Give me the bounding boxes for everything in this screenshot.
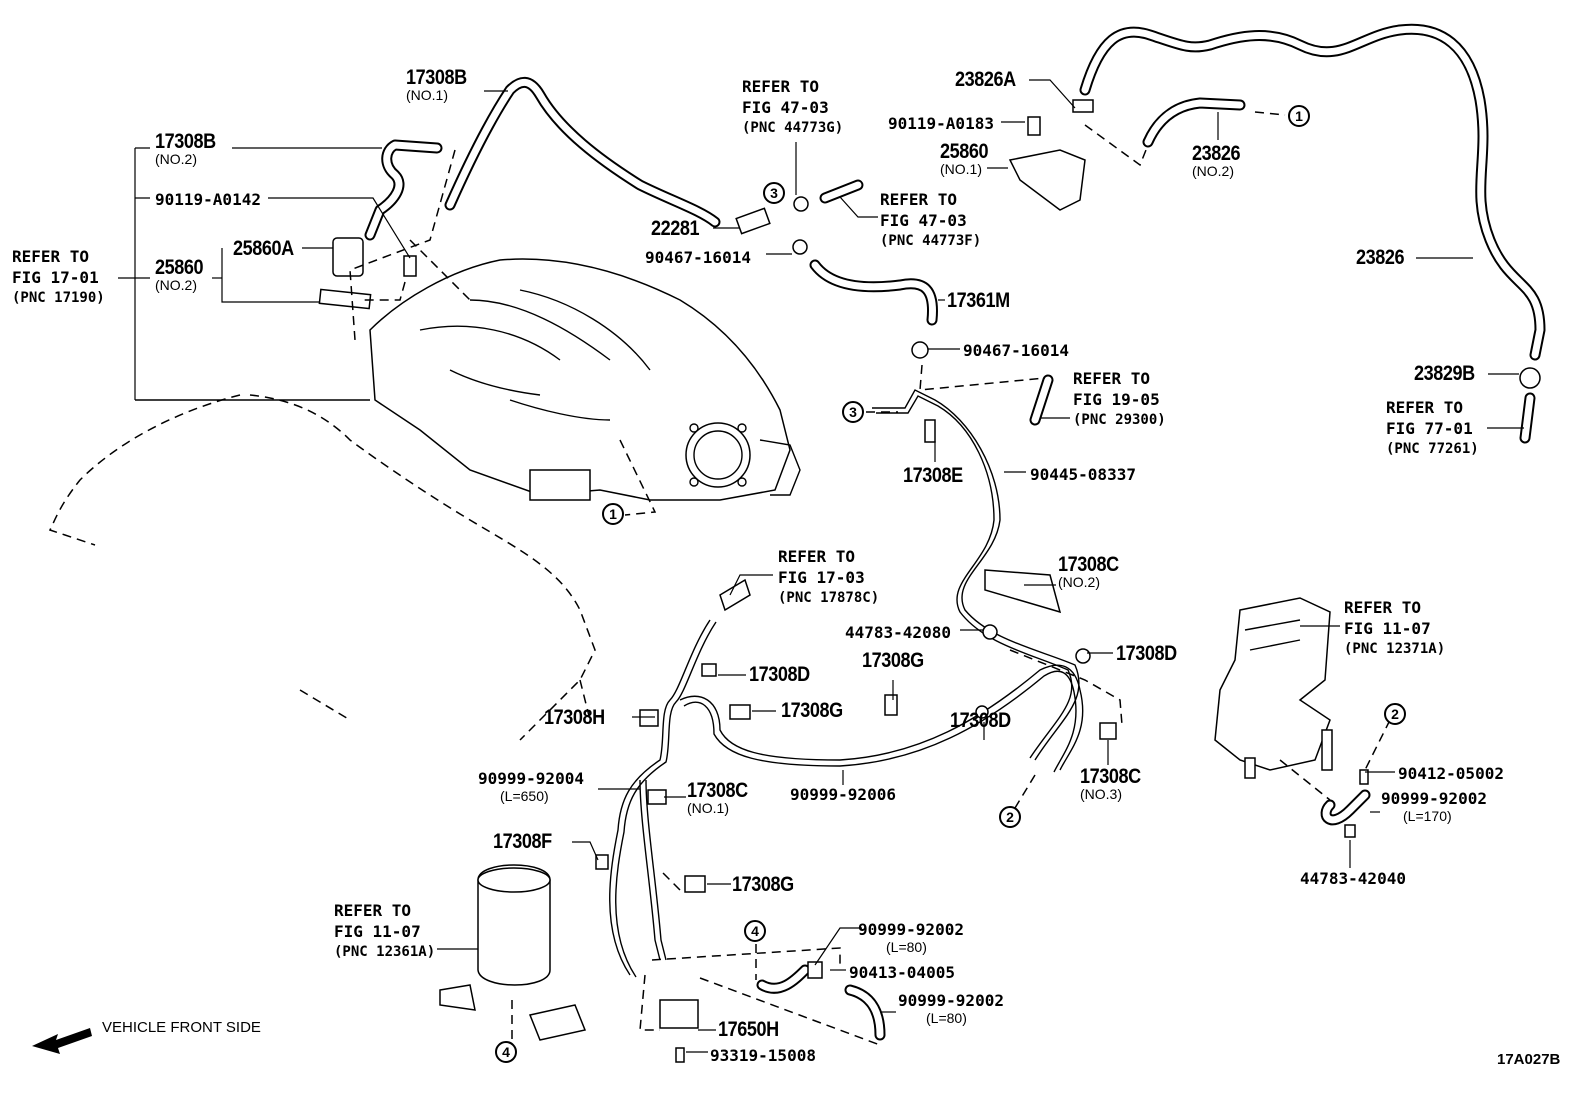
part-label-90999-92004: 90999-92004(L=650) (478, 769, 584, 804)
part-label-17308G-center: 17308G (862, 649, 924, 672)
leader-lines (118, 79, 1524, 1053)
part-label-90999-92002-L170: 90999-92002(L=170) (1381, 789, 1487, 824)
part-label-90467-16014-lower: 90467-16014 (963, 341, 1069, 360)
engine-outline (48, 394, 596, 741)
part-label-17308G-lower: 17308G (732, 873, 794, 896)
part-label-17308C-no2: 17308C(NO.2) (1058, 553, 1119, 590)
callout-4-mount: 4 (495, 1041, 517, 1063)
part-label-25860A: 25860A (233, 237, 294, 260)
part-label-90999-92002-L80-upper: 90999-92002(L=80) (858, 920, 964, 955)
part-label-22281: 22281 (651, 217, 700, 240)
part-label-90999-92002-L80-lower: 90999-92002(L=80) (898, 991, 1004, 1026)
part-label-90119-A0183: 90119-A0183 (888, 114, 994, 133)
part-label-44783-42040: 44783-42040 (1300, 869, 1406, 888)
connection-lines (349, 111, 1391, 1046)
part-label-17308F: 17308F (493, 830, 552, 853)
part-label-17308D-left: 17308D (749, 663, 810, 686)
part-label-23826-no2: 23826(NO.2) (1192, 142, 1241, 179)
part-label-25860-no2: 25860(NO.2) (155, 256, 204, 293)
hoses (364, 23, 1546, 1041)
arrow-left-down-icon (32, 1028, 92, 1054)
part-label-17308B-no1: 17308B(NO.1) (406, 66, 467, 103)
vehicle-front-side-label: VEHICLE FRONT SIDE (102, 1019, 261, 1036)
callout-2-mount: 2 (1384, 703, 1406, 725)
intake-manifold (369, 258, 801, 501)
part-label-23826A: 23826A (955, 68, 1016, 91)
part-label-90999-92006: 90999-92006 (790, 785, 896, 804)
part-label-17361M: 17361M (947, 289, 1010, 312)
part-label-17308C-no1: 17308C(NO.1) (687, 779, 748, 816)
callout-3-valve: 3 (763, 182, 785, 204)
part-label-90412-05002: 90412-05002 (1398, 764, 1504, 783)
part-label-17308D-right: 17308D (1116, 642, 1177, 665)
part-label-23826: 23826 (1356, 246, 1405, 269)
callout-1-top-right: 1 (1288, 105, 1310, 127)
callout-4-hose: 4 (744, 920, 766, 942)
part-label-17308B-no2: 17308B(NO.2) (155, 130, 216, 167)
part-label-17308D-center: 17308D (950, 709, 1011, 732)
part-label-17308E: 17308E (903, 464, 963, 487)
part-label-17308H: 17308H (544, 706, 605, 729)
callout-1-manifold: 1 (602, 503, 624, 525)
part-label-17308C-no3: 17308C(NO.3) (1080, 765, 1141, 802)
part-label-90119-A0142: 90119-A0142 (155, 190, 261, 209)
part-label-25860-no1: 25860(NO.1) (940, 140, 989, 177)
part-label-90467-16014-upper: 90467-16014 (645, 248, 751, 267)
callout-3-hose: 3 (842, 401, 864, 423)
figure-number: 17A027B (1497, 1051, 1561, 1068)
small-parts (318, 99, 1541, 1063)
part-label-93319-15008: 93319-15008 (710, 1046, 816, 1065)
part-label-17650H: 17650H (718, 1018, 779, 1041)
part-label-23829B: 23829B (1414, 362, 1475, 385)
part-label-90445-08337: 90445-08337 (1030, 465, 1136, 484)
callout-2-line: 2 (999, 806, 1021, 828)
part-label-17308G-upper: 17308G (781, 699, 843, 722)
part-label-90413-04005: 90413-04005 (849, 963, 955, 982)
part-label-44783-42080: 44783-42080 (845, 623, 951, 642)
